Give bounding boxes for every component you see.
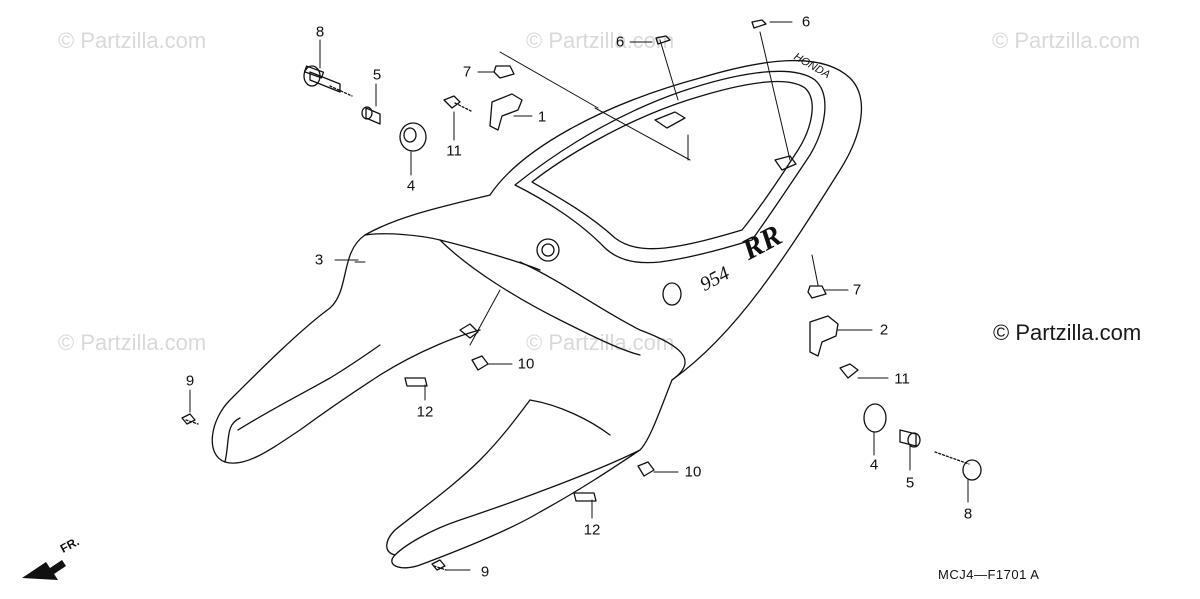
callout-5: 5	[372, 66, 382, 84]
callout-11: 11	[446, 142, 462, 160]
callout-3: 3	[314, 251, 324, 269]
front-arrow-icon	[22, 560, 66, 580]
callout-10: 10	[517, 355, 535, 373]
callout-4: 4	[406, 177, 416, 195]
callout-4: 4	[869, 456, 879, 474]
hardware-left	[303, 19, 767, 152]
callout-6: 6	[615, 33, 625, 51]
watermark-main: © Partzilla.com	[993, 320, 1142, 345]
callout-2: 2	[879, 321, 889, 339]
watermark: © Partzilla.com	[992, 28, 1141, 53]
watermark: © Partzilla.com	[58, 28, 207, 53]
watermark: © Partzilla.com	[526, 28, 675, 53]
diagram-code: MCJ4—F1701 A	[938, 567, 1040, 582]
callout-11: 11	[894, 370, 910, 388]
leader-lines	[189, 21, 969, 571]
callout-7: 7	[852, 281, 862, 299]
callout-5: 5	[905, 474, 915, 492]
callout-9: 9	[185, 372, 195, 390]
callout-10: 10	[684, 463, 702, 481]
hardware-right	[181, 285, 982, 571]
callout-1: 1	[537, 108, 547, 126]
callout-7: 7	[462, 63, 472, 81]
callout-12: 12	[583, 521, 601, 539]
callout-9: 9	[480, 563, 490, 581]
callout-12: 12	[416, 403, 434, 421]
watermark: © Partzilla.com	[58, 330, 207, 355]
rear-cowl	[211, 31, 863, 569]
callout-8: 8	[963, 505, 973, 523]
callout-6: 6	[801, 13, 811, 31]
callout-8: 8	[315, 23, 325, 41]
